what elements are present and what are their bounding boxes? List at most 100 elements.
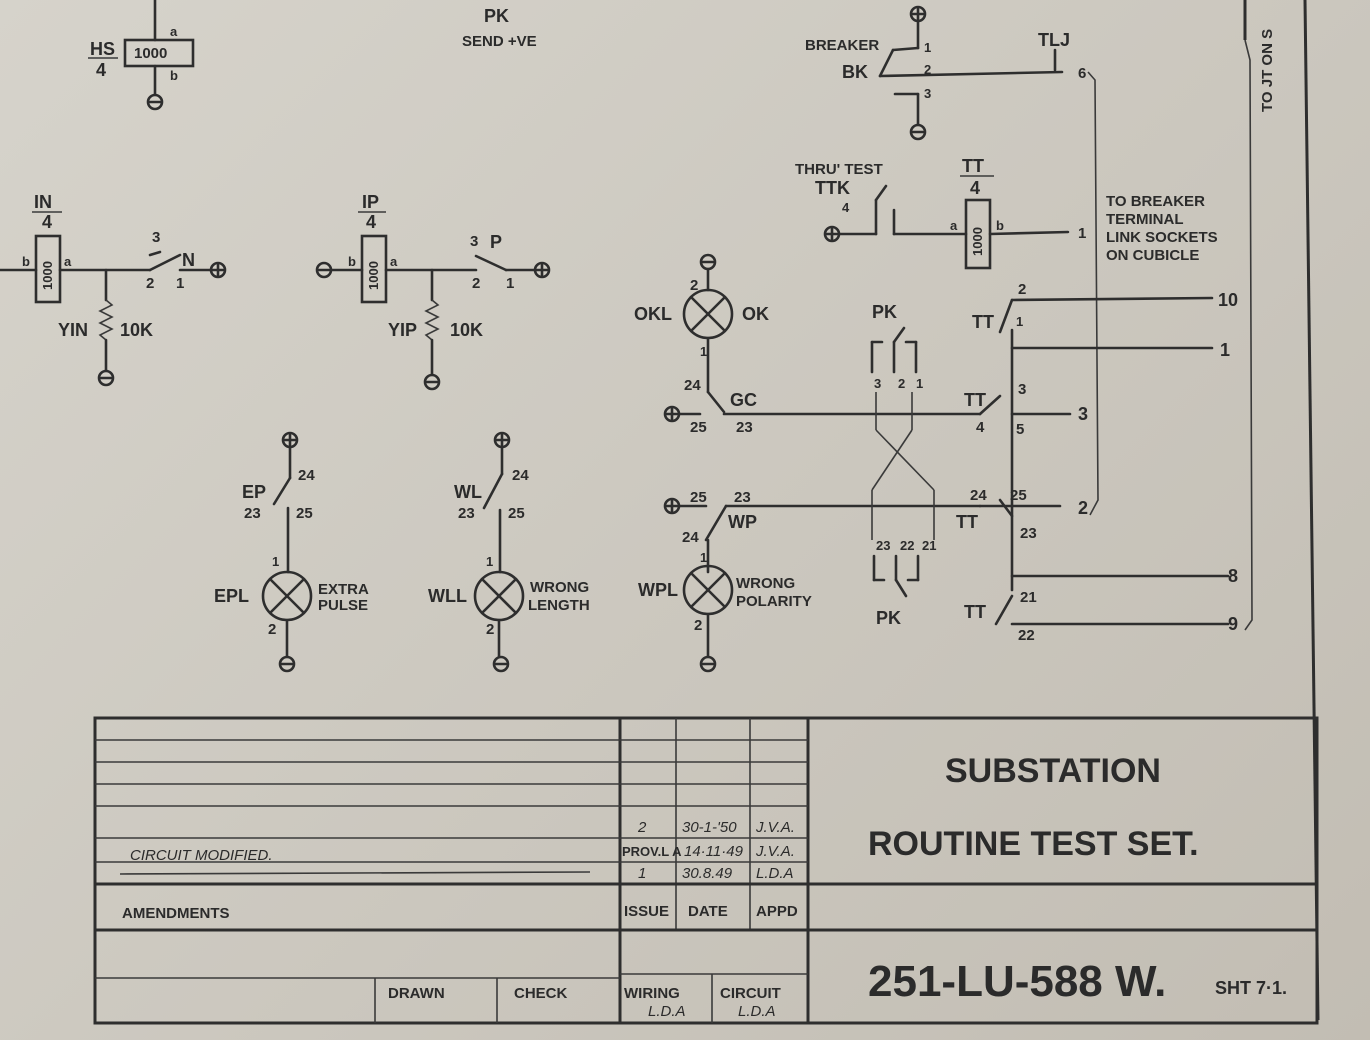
wpl-label: WPL: [638, 580, 678, 600]
ip-label: IP: [362, 192, 379, 212]
tt-contact-1: 1: [1016, 314, 1023, 329]
note-line-2: TERMINAL: [1106, 211, 1184, 228]
in-resistance: 1000: [40, 261, 55, 290]
in-contact-1: 1: [176, 275, 184, 292]
tt-contact-25: 25: [1010, 487, 1027, 504]
row-3-date: 30.8.49: [682, 865, 733, 882]
in-terminal-b: b: [22, 254, 30, 269]
title-block: SUBSTATION ROUTINE TEST SET. 251-LU-588 …: [93, 716, 1319, 1025]
pk-contact-1: 1: [916, 376, 923, 391]
ip-number: 4: [366, 212, 376, 232]
in-terminal-a: a: [64, 254, 72, 269]
ok-lamp-circuit: OKL OK 2 1 24 GC 25 23: [634, 253, 982, 436]
wiring-label: WIRING: [624, 985, 680, 1002]
output-3: 3: [1078, 404, 1088, 424]
wl-lamp-circuit: WL 24 23 25 1 2 WLL WRONG LENGTH: [428, 431, 590, 673]
output-10: 10: [1218, 290, 1238, 310]
wl-terminal-2: 2: [486, 621, 494, 638]
row-3-issue: 1: [638, 865, 646, 882]
in-number: 4: [42, 212, 52, 232]
pk-send-title: PK: [484, 6, 509, 26]
wp-contact-23: 23: [734, 489, 751, 506]
tlj-label: TLJ: [1038, 30, 1070, 50]
wp-label: WP: [728, 512, 757, 532]
ip-contact-3: 3: [470, 233, 478, 250]
extra-pulse-line-1: EXTRA: [318, 581, 369, 598]
tt-contact-label-2: TT: [964, 390, 986, 410]
ip-contact-1: 1: [506, 275, 514, 292]
ip-contact-2: 2: [472, 275, 480, 292]
ep-terminal-1: 1: [272, 554, 279, 569]
circuit-label: CIRCUIT: [720, 985, 781, 1002]
amendment-text: CIRCUIT MODIFIED.: [130, 847, 273, 864]
pk-contact-21: 21: [922, 538, 936, 553]
wl-contact-23: 23: [458, 505, 475, 522]
output-8: 8: [1228, 566, 1238, 586]
yin-value: 10K: [120, 320, 153, 340]
ep-terminal-2: 2: [268, 621, 276, 638]
in-relay: IN 4 1000 b a 3 2 1 N YIN 10K: [0, 192, 227, 387]
drawing-title-line-2: ROUTINE TEST SET.: [868, 825, 1199, 863]
p-contact-label: P: [490, 232, 502, 252]
row-1-approved: J.V.A.: [755, 819, 795, 836]
wp-terminal-1: 1: [700, 550, 707, 565]
wp-contact-24: 24: [682, 529, 699, 546]
ok-label: OK: [742, 304, 769, 324]
ep-contact-25: 25: [296, 505, 313, 522]
bracket-right: [1244, 39, 1253, 631]
wp-terminal-2: 2: [694, 617, 702, 634]
breaker-switch: BREAKER BK 1 2 3 TLJ 6 TO JT ON S: [805, 5, 1276, 141]
tt-contact-label-3: TT: [956, 512, 978, 532]
row-1-date: 30-1-'50: [682, 819, 737, 836]
tt-contact-4: 4: [976, 419, 985, 436]
in-contact-3: 3: [152, 229, 160, 246]
wrong-polarity-line-1: WRONG: [736, 575, 795, 592]
epl-label: EPL: [214, 586, 249, 606]
bk-contact-1: 1: [924, 40, 931, 55]
ep-contact-23: 23: [244, 505, 261, 522]
wl-terminal-1: 1: [486, 554, 493, 569]
bracket-left: [1087, 71, 1099, 516]
circuit-initials: L.D.A: [738, 1003, 776, 1020]
n-contact-label: N: [182, 250, 195, 270]
hs-resistance: 1000: [134, 45, 167, 62]
tt-contact-label-4: TT: [964, 602, 986, 622]
gc-contact-23: 23: [736, 419, 753, 436]
pk-upper-label: PK: [872, 302, 897, 322]
drawn-label: DRAWN: [388, 985, 445, 1002]
note-line-1: TO BREAKER: [1106, 193, 1205, 210]
date-header: DATE: [688, 903, 728, 920]
extra-pulse-line-2: PULSE: [318, 597, 368, 614]
tt-contact-3: 3: [1018, 381, 1026, 398]
ip-terminal-b: b: [348, 254, 356, 269]
ep-label: EP: [242, 482, 266, 502]
row-2-approved: J.V.A.: [755, 843, 795, 860]
pk-contact-3: 3: [874, 376, 881, 391]
yip-value: 10K: [450, 320, 483, 340]
hs-label: HS: [90, 39, 115, 59]
tt-terminal-b: b: [996, 218, 1004, 233]
pk-contact-22: 22: [900, 538, 914, 553]
wrong-length-line-2: LENGTH: [528, 597, 590, 614]
wiring-initials: L.D.A: [648, 1003, 686, 1020]
amendments-label: AMENDMENTS: [122, 905, 230, 922]
approved-header: APPD: [756, 903, 798, 920]
wl-contact-25: 25: [508, 505, 525, 522]
thru-test-circuit: THRU' TEST TTK 4 1000 a b 1 TT 4 TO BREA…: [795, 156, 1218, 270]
ep-contact-24: 24: [298, 467, 315, 484]
hs-number: 4: [96, 60, 106, 80]
drawing-number: 251-LU-588 W.: [868, 957, 1166, 1006]
tt-output-1: 1: [1078, 225, 1086, 242]
sheet-number: SHT 7·1.: [1215, 978, 1287, 998]
tt-relay-label: TT: [962, 156, 984, 176]
note-line-3: LINK SOCKETS: [1106, 229, 1218, 246]
tt-relay-number: 4: [970, 178, 980, 198]
row-2-issue: PROV.L A: [622, 844, 682, 859]
ep-lamp-circuit: EP 24 23 25 1 2 EPL EXTRA PULSE: [214, 431, 369, 673]
check-label: CHECK: [514, 985, 568, 1002]
drawing-title-line-1: SUBSTATION: [945, 752, 1161, 790]
yip-label: YIP: [388, 320, 417, 340]
wl-label: WL: [454, 482, 482, 502]
ttk-contact-4: 4: [842, 200, 850, 215]
wrong-polarity-line-2: POLARITY: [736, 593, 812, 610]
